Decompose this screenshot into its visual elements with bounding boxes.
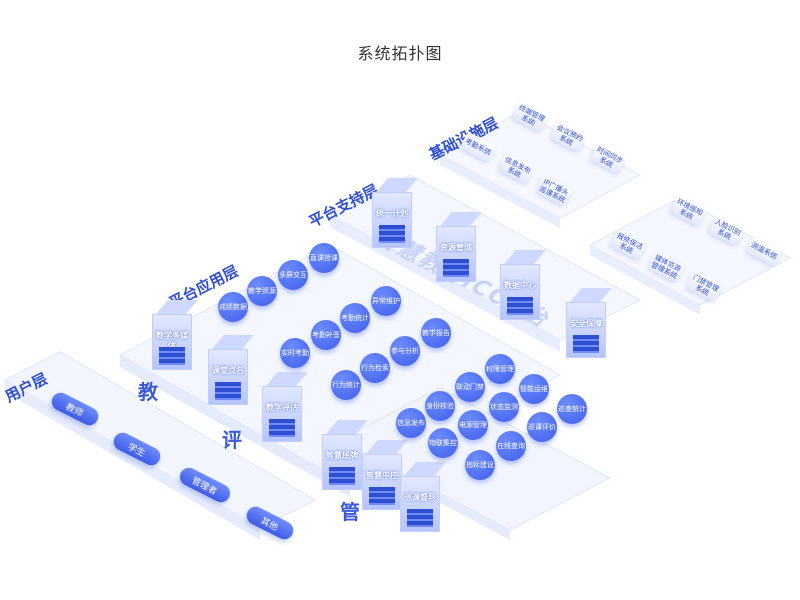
manage-circle: 联动门禁 (455, 372, 485, 402)
support-box: 资源管理 (436, 212, 482, 282)
support-box: 统一计划 (372, 178, 418, 248)
manage-circle: 电源管理 (458, 410, 488, 440)
app-circle: 行为统计 (331, 370, 361, 400)
manage-circle: 巡查统计 (557, 394, 587, 424)
app-circle: 考勤统计 (340, 303, 370, 333)
manage-circle: 巡课评价 (527, 412, 557, 442)
app-circle: 考勤补签 (311, 320, 341, 350)
manage-circle: 状态监测 (489, 392, 519, 422)
manage-circle: 在线查询 (496, 431, 526, 461)
app-box-multimedia: 教学多媒体 (152, 300, 198, 370)
manage-circle: 身份核验 (425, 391, 455, 421)
manage-circle: 智能运维 (519, 374, 549, 404)
manage-box-control: 智慧中控 (362, 440, 408, 510)
manage-box-inspection: 巡课督导 (400, 462, 446, 532)
app-box-evaluation: 教学评估 (262, 372, 308, 442)
manage-box-classcard: 智慧班牌 (322, 420, 368, 490)
support-box: 数据中心 (500, 250, 546, 320)
side-char-evaluate: 评 (222, 428, 242, 452)
app-circle: 成绩数据 (218, 292, 248, 322)
app-circle: 教学报告 (421, 318, 451, 348)
app-circle: 多屏交互 (278, 260, 308, 290)
diagram-title: 系统拓扑图 (357, 44, 443, 63)
app-circle: 教学资源 (247, 276, 277, 306)
side-char-teach: 教 (138, 380, 158, 404)
side-char-manage: 管 (340, 500, 360, 524)
app-circle: 直课授课 (309, 243, 339, 273)
app-circle: 异常维护 (371, 286, 401, 316)
manage-circle: 物联集控 (428, 428, 458, 458)
manage-circle: 信息发布 (396, 408, 426, 438)
app-circle: 行为检索 (360, 353, 390, 383)
app-circle: 参与分析 (390, 336, 420, 366)
support-box: 安全保障 (566, 288, 612, 358)
manage-circle: 指标建设 (465, 450, 495, 480)
app-circle: 实时考勤 (280, 338, 310, 368)
manage-circle: 权限管理 (485, 354, 515, 384)
app-box-rollcall: 课堂点名 (208, 335, 254, 405)
